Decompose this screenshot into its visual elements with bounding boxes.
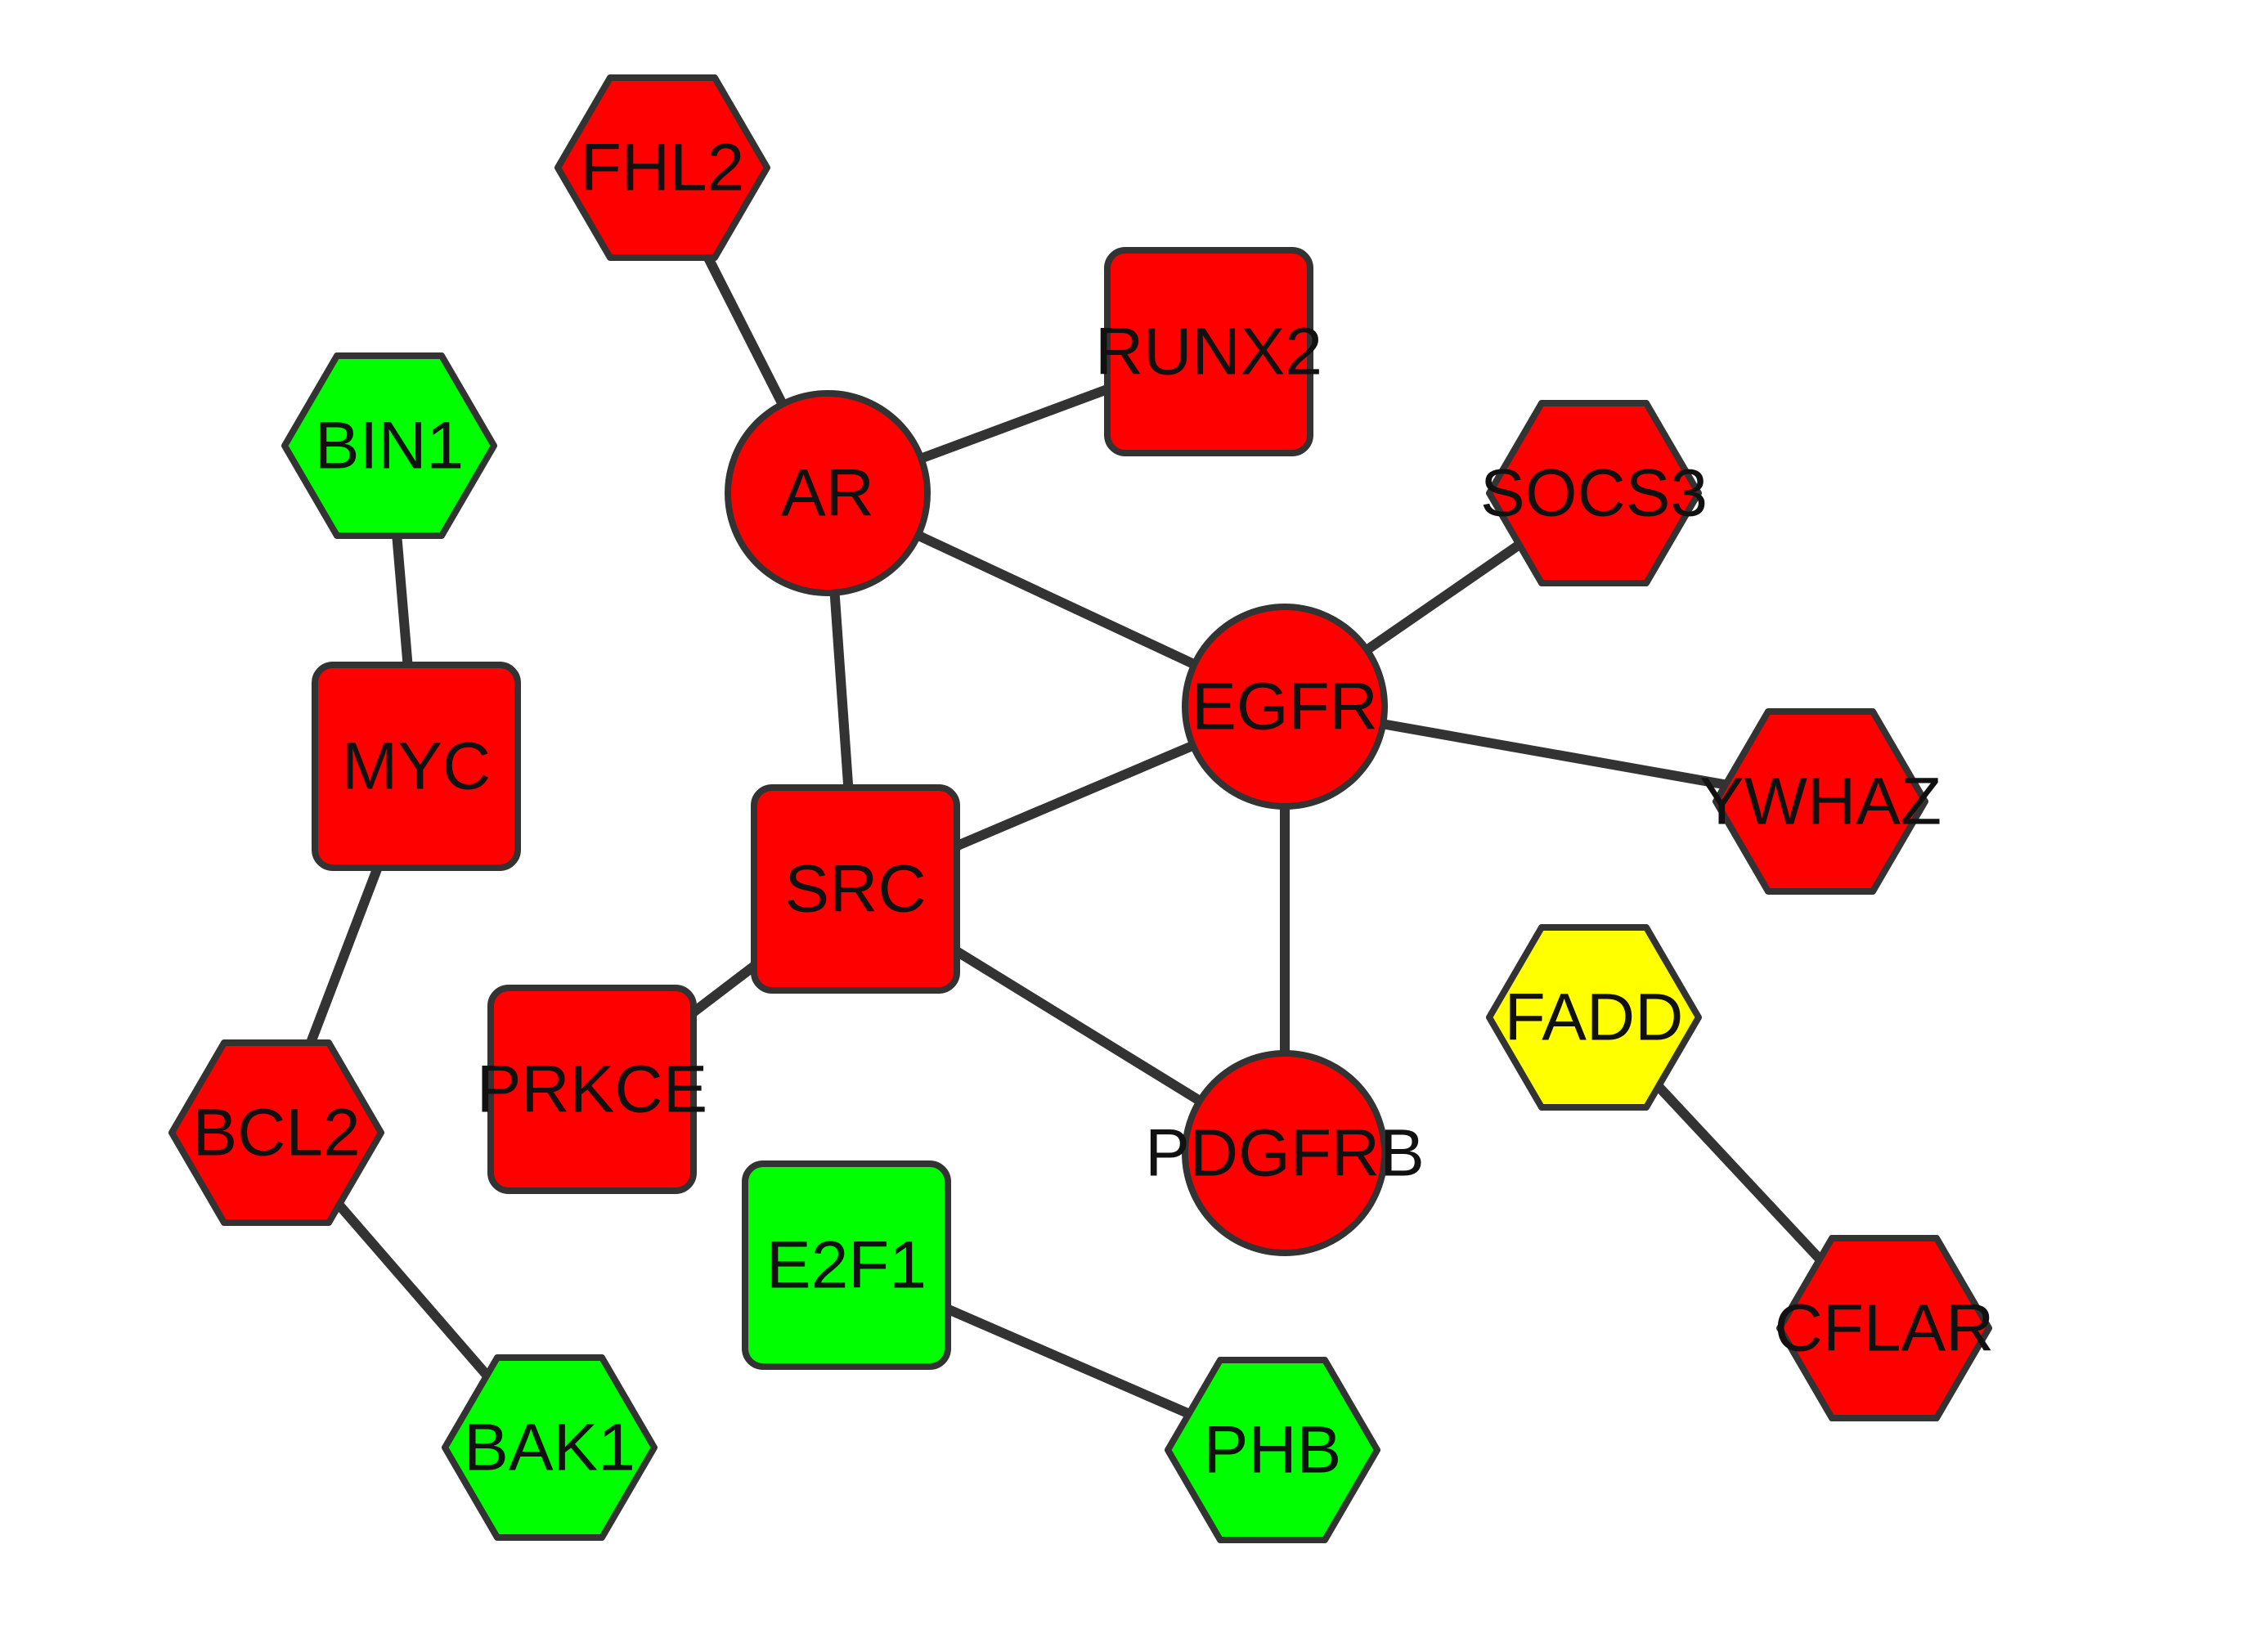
node-bcl2[interactable]: BCL2 xyxy=(168,1039,384,1226)
node-label: BAK1 xyxy=(464,1411,635,1485)
node-shape-hexagon xyxy=(1776,1235,1992,1421)
node-label: MYC xyxy=(342,729,491,804)
node-label: SRC xyxy=(784,852,926,927)
node-ywhaz[interactable]: YWHAZ xyxy=(1699,708,1942,895)
node-pdgfrb[interactable]: PDGFRB xyxy=(1145,1050,1425,1256)
node-egfr[interactable]: EGFR xyxy=(1182,604,1388,810)
node-shape-rectangle xyxy=(1104,247,1313,456)
node-shape-rectangle xyxy=(312,662,521,871)
node-label: BIN1 xyxy=(315,409,464,483)
node-shape-hexagon xyxy=(554,74,770,261)
node-shape-circle xyxy=(1182,604,1388,810)
node-shape-hexagon xyxy=(168,1039,384,1226)
node-fhl2[interactable]: FHL2 xyxy=(554,74,770,261)
node-shape-hexagon xyxy=(1165,1357,1380,1543)
node-src[interactable]: SRC xyxy=(751,784,960,994)
node-prkce[interactable]: PRKCE xyxy=(477,985,708,1194)
node-shape-circle xyxy=(725,390,931,596)
node-shape-rectangle xyxy=(742,1160,951,1370)
node-label: FADD xyxy=(1505,981,1684,1055)
node-shape-circle xyxy=(1182,1050,1388,1256)
node-label: SOCS3 xyxy=(1480,456,1708,531)
node-bin1[interactable]: BIN1 xyxy=(281,352,497,539)
node-label: AR xyxy=(781,456,874,531)
node-shape-hexagon xyxy=(281,352,497,539)
node-label: EGFR xyxy=(1192,670,1378,744)
node-shape-rectangle xyxy=(487,985,697,1194)
node-fadd[interactable]: FADD xyxy=(1486,924,1702,1111)
node-label: PHB xyxy=(1204,1413,1342,1488)
node-label: CFLAR xyxy=(1775,1291,1995,1366)
node-cflar[interactable]: CFLAR xyxy=(1775,1235,1995,1421)
node-label: E2F1 xyxy=(766,1228,927,1303)
node-phb[interactable]: PHB xyxy=(1165,1357,1380,1543)
node-runx2[interactable]: RUNX2 xyxy=(1095,247,1322,456)
node-label: FHL2 xyxy=(581,131,745,205)
node-shape-hexagon xyxy=(1713,708,1928,895)
node-label: PDGFRB xyxy=(1145,1116,1425,1191)
node-e2f1[interactable]: E2F1 xyxy=(742,1160,951,1370)
node-label: PRKCE xyxy=(477,1053,708,1127)
node-shape-hexagon xyxy=(1486,400,1702,586)
node-shape-rectangle xyxy=(751,784,960,994)
node-shape-hexagon xyxy=(442,1354,658,1541)
node-socs3[interactable]: SOCS3 xyxy=(1480,400,1708,586)
node-label: YWHAZ xyxy=(1699,765,1942,839)
node-label: BCL2 xyxy=(192,1096,360,1170)
node-ar[interactable]: AR xyxy=(725,390,931,596)
node-bak1[interactable]: BAK1 xyxy=(442,1354,658,1541)
node-label: RUNX2 xyxy=(1095,315,1322,389)
node-myc[interactable]: MYC xyxy=(312,662,521,871)
node-shape-hexagon xyxy=(1486,924,1702,1111)
